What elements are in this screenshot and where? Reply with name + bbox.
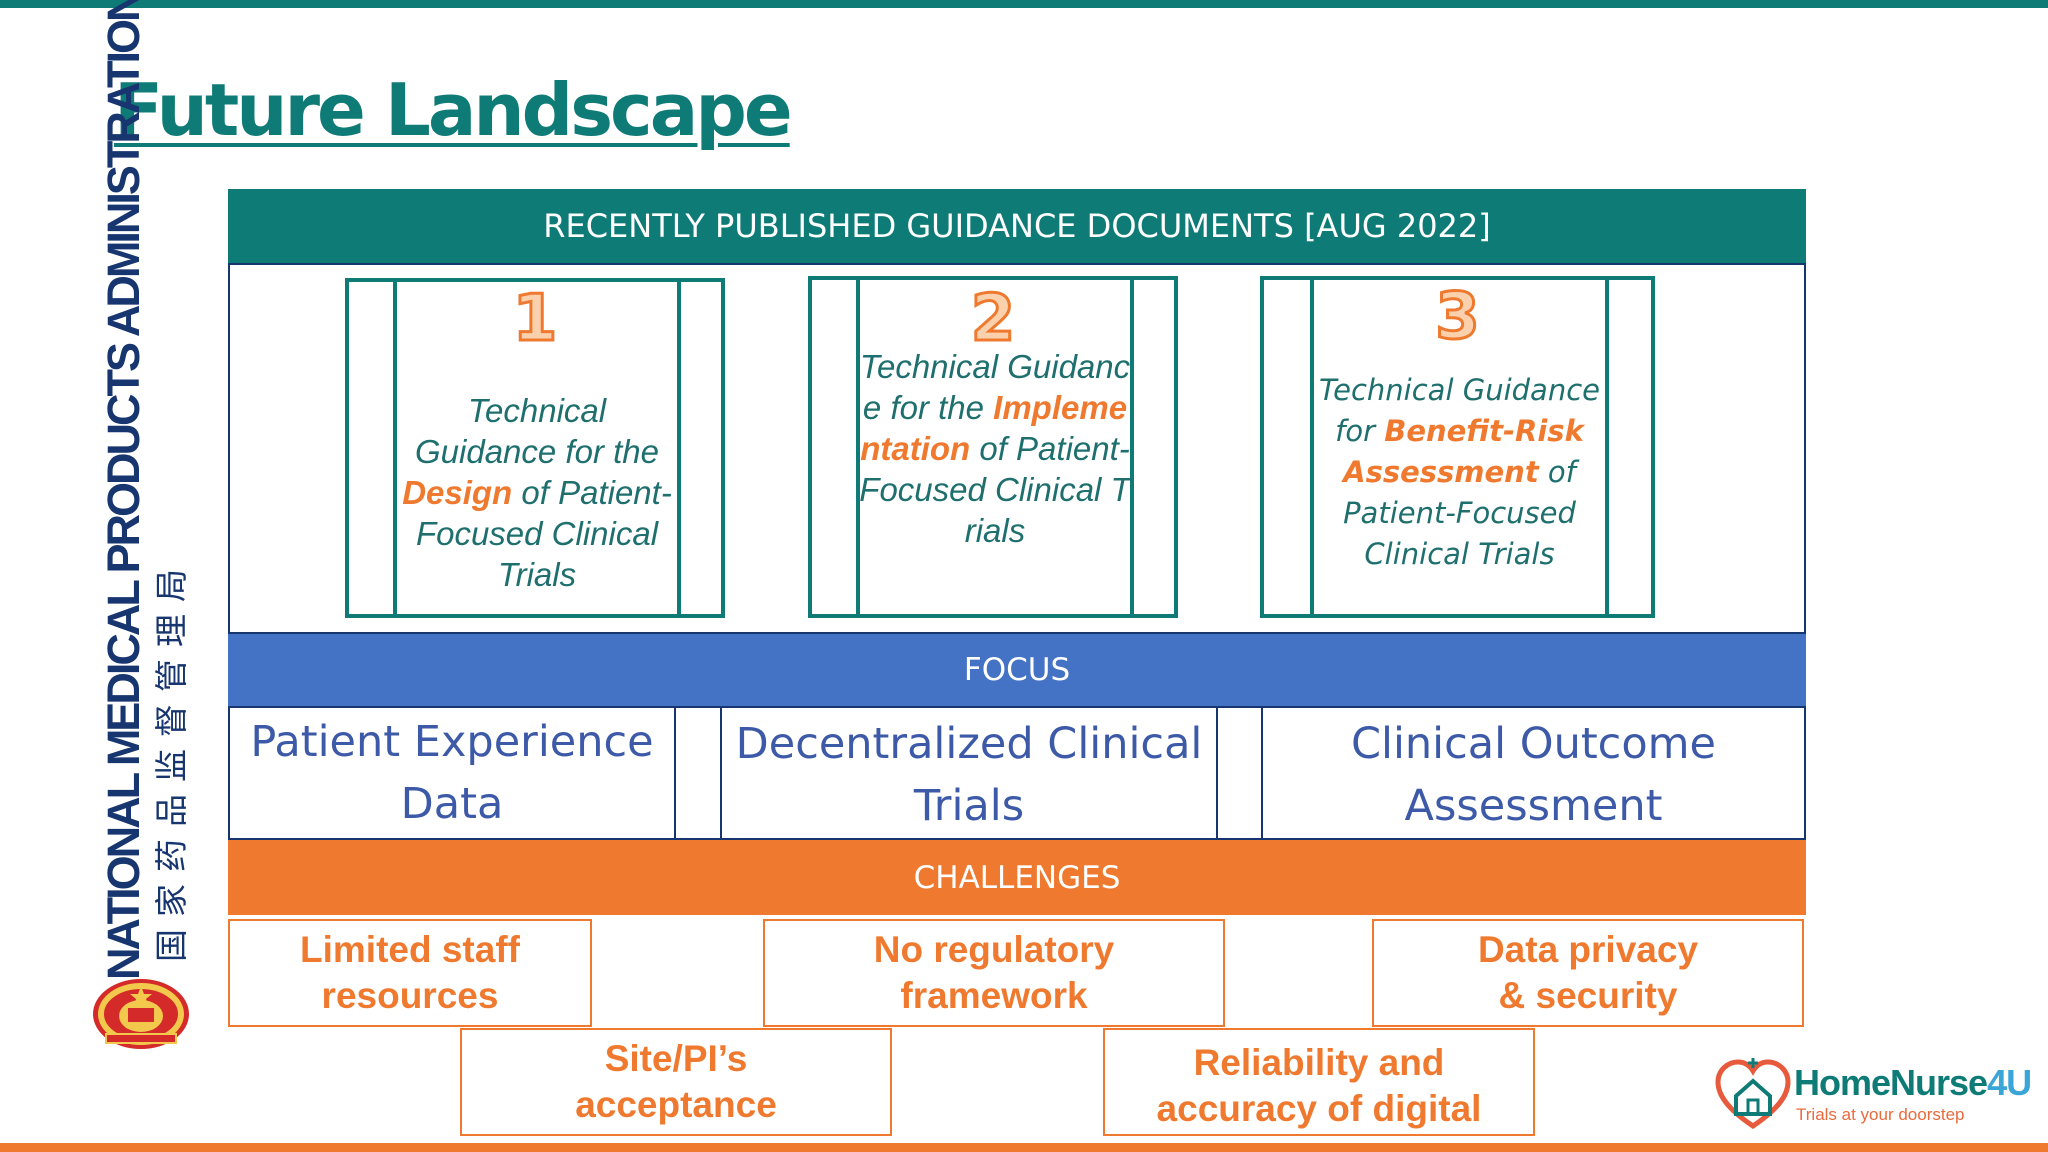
challenge-limited-staff: Limited staff resources: [228, 919, 592, 1027]
focus-divider: [720, 708, 722, 838]
homenurse-tagline: Trials at your doorstep: [1796, 1105, 1965, 1124]
focus-clinical-outcome-assessment: Clinical Outcome Assessment: [1351, 719, 1716, 831]
guidance-number-1: 1: [511, 282, 559, 356]
challenge-digital-data-reliability: Reliability and accuracy of digital data: [1103, 1028, 1535, 1136]
top-accent-bar: [0, 0, 2048, 8]
focus-divider: [674, 708, 676, 838]
challenge-data-privacy: Data privacy & security: [1372, 919, 1804, 1027]
focus-decentralized-clinical-trials: Decentralized Clinical Trials: [735, 719, 1203, 831]
guidance-number-3: 3: [1434, 280, 1482, 354]
national-emblem-icon: [93, 979, 189, 1049]
focus-patient-experience-data: Patient Experience Data: [250, 717, 654, 829]
focus-divider: [1216, 708, 1218, 838]
challenges-header: CHALLENGES: [228, 838, 1806, 915]
guidance-header: RECENTLY PUBLISHED GUIDANCE DOCUMENTS [A…: [228, 189, 1806, 265]
guidance-card-3: 3 Technical Guidance for Benefit-Risk As…: [1260, 276, 1655, 618]
focus-divider: [1261, 708, 1263, 838]
guidance-text-2: Technical Guidance for the Implementatio…: [859, 348, 1131, 549]
guidance-text-3: Technical Guidance for Benefit-Risk Asse…: [1319, 373, 1600, 571]
side-label-cn: 国家药品监督管理局: [152, 557, 191, 962]
guidance-text-1: Technical Guidance for the Design of Pat…: [402, 392, 672, 593]
guidance-number-2: 2: [969, 282, 1017, 356]
homenurse-logo-text: HomeNurse4U: [1794, 1062, 2032, 1103]
challenge-no-regulatory-framework: No regulatory framework: [763, 919, 1225, 1027]
bottom-accent-bar: [0, 1143, 2048, 1152]
homenurse-heart-icon: [1715, 1058, 1791, 1130]
guidance-card-2: 2 Technical Guidance for the Implementat…: [808, 276, 1178, 618]
focus-header: FOCUS: [228, 632, 1806, 708]
guidance-card-1: 1 Technical Guidance for the Design of P…: [345, 278, 725, 618]
side-label-en: NATIONAL MEDICAL PRODUCTS ADMINISTRATION: [98, 0, 149, 980]
challenge-site-pi-acceptance: Site/PI’s acceptance: [460, 1028, 892, 1136]
slide-title: Future Landscape: [114, 68, 793, 152]
